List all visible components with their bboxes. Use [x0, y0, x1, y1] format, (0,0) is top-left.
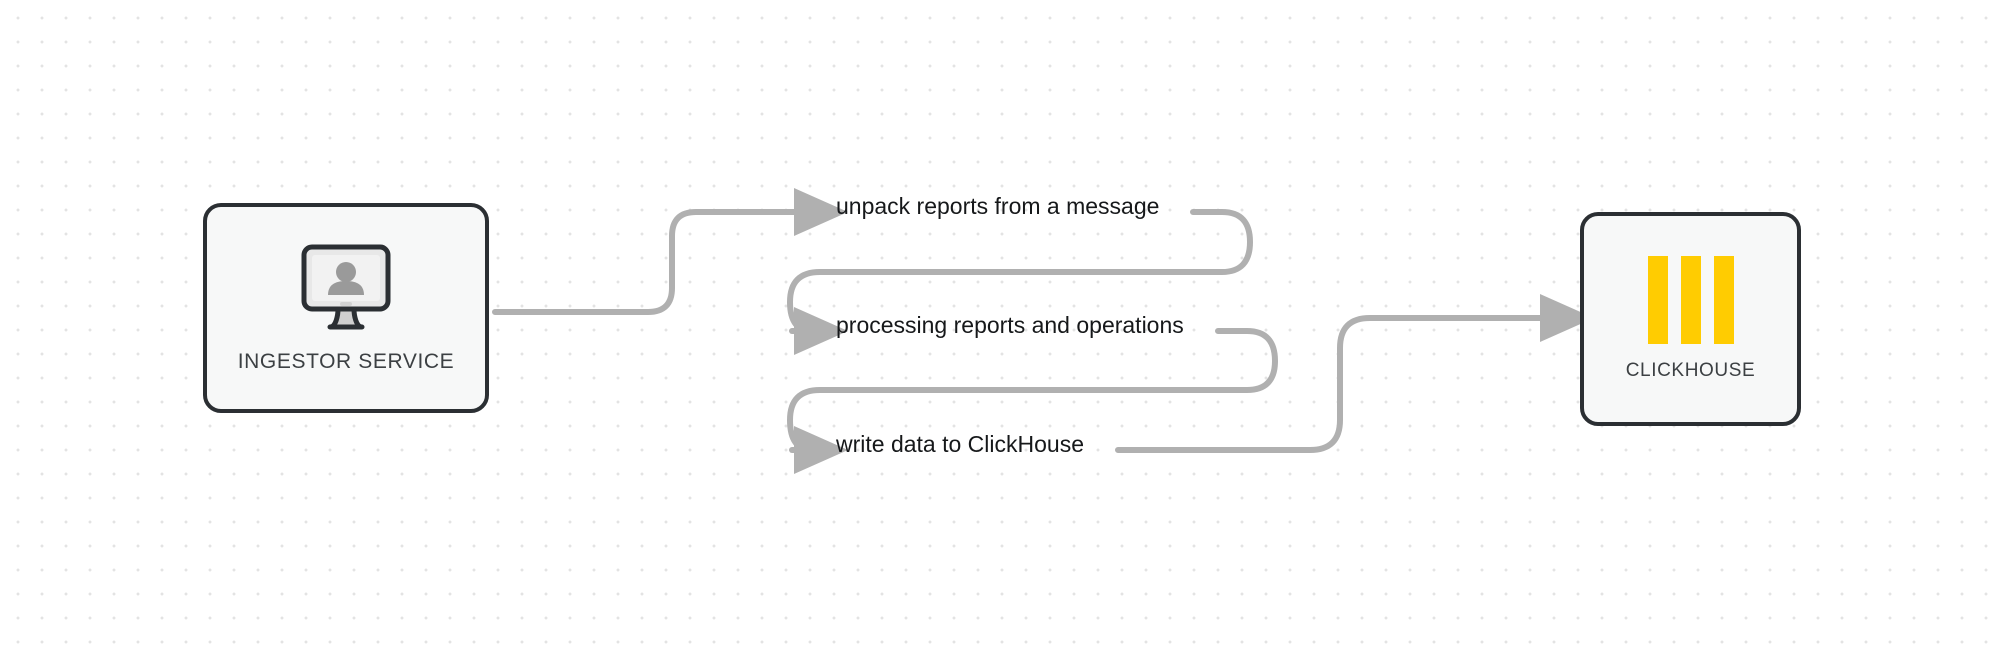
node-ingestor-service-label: INGESTOR SERVICE	[237, 349, 455, 373]
edge-label-processing-reports: processing reports and operations	[836, 312, 1184, 338]
edge-label-unpack-reports: unpack reports from a message	[836, 193, 1160, 219]
node-ingestor-service[interactable]: INGESTOR SERVICE	[203, 203, 489, 413]
monitor-user-icon	[298, 243, 394, 336]
edge-label-write-data: write data to ClickHouse	[836, 431, 1084, 457]
node-clickhouse-label: CLICKHOUSE	[1625, 360, 1756, 381]
clickhouse-bars-icon	[1647, 256, 1734, 344]
clickhouse-bar-3	[1713, 256, 1734, 344]
clickhouse-bar-2	[1680, 256, 1701, 344]
connector-ingestor-to-step1	[492, 188, 848, 315]
clickhouse-bar-1	[1647, 256, 1668, 344]
node-clickhouse[interactable]: CLICKHOUSE	[1580, 212, 1801, 426]
